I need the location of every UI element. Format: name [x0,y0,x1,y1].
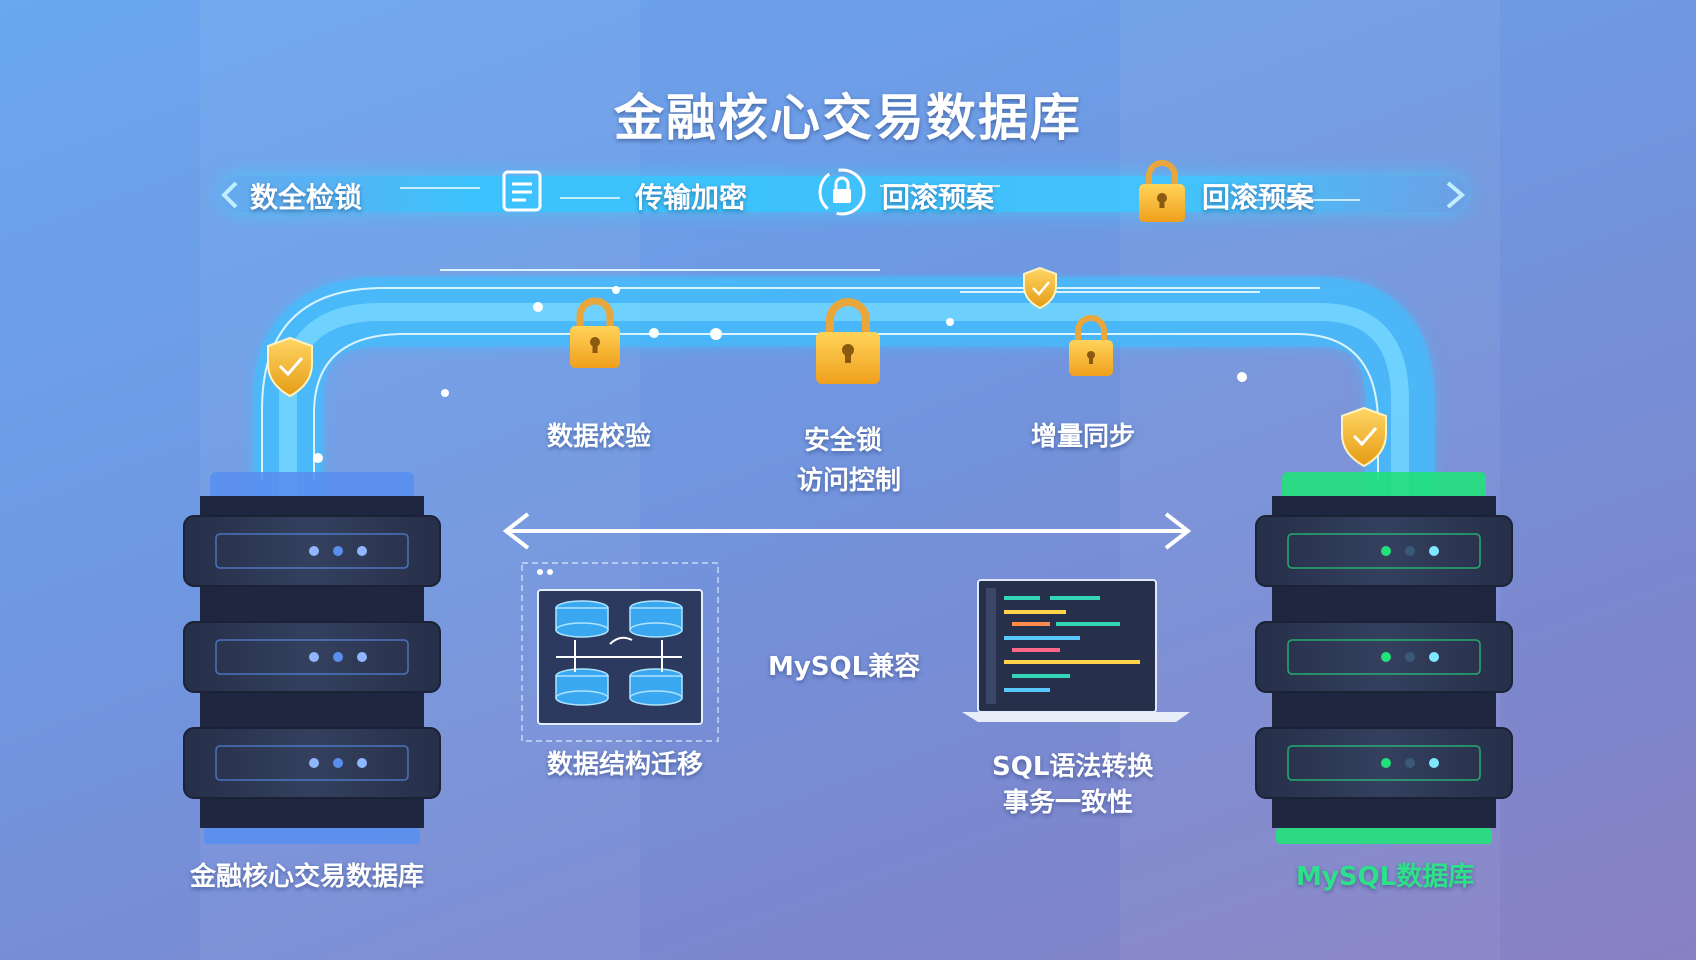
band-label-rollback-1: 回滚预案 [882,181,995,214]
server-unit [183,621,441,693]
pipeline-streaks [261,269,1379,480]
status-led [1405,652,1415,662]
server-unit [1255,621,1513,693]
stage-label-security-lock: 安全锁 [804,426,883,456]
status-led [309,758,319,768]
band-streaks [400,185,1360,201]
pipeline-dots [313,286,1247,463]
lock-icon [1139,160,1185,222]
status-led [309,546,319,556]
status-led [1429,758,1439,768]
stage-sublabel-access-control: 访问控制 [797,466,902,496]
sql-laptop-icon [962,579,1190,722]
status-led [1381,652,1391,662]
source-db-server [183,472,441,844]
rotate-lock-icon [818,168,866,216]
validation-lock-icon [570,297,620,368]
arrow-left-icon [221,181,238,209]
stage-label-incremental-sync: 增量同步 [1031,422,1136,452]
status-led [333,546,343,556]
arrow-right-icon [1446,181,1466,209]
status-led [1381,758,1391,768]
compat-double-arrow [502,512,1192,550]
status-led [1429,652,1439,662]
compat-label: MySQL兼容 [768,652,921,682]
status-led [1429,546,1439,556]
sql-label: SQL语法转换 [992,752,1154,782]
security-lock-icon [816,298,880,384]
status-led [357,652,367,662]
status-led [357,758,367,768]
shield-icon [267,266,1387,468]
source-db-label: 金融核心交易数据库 [190,862,425,892]
schema-migration-panel [521,562,719,742]
band-label-encryption: 传输加密 [635,181,748,214]
status-led [333,652,343,662]
stage-label-validation: 数据校验 [547,422,652,452]
migration-label: 数据结构迁移 [547,750,704,780]
target-db-server [1255,472,1513,844]
sql-sublabel: 事务一致性 [1003,788,1134,818]
status-led [309,652,319,662]
server-unit [183,727,441,799]
status-led [1405,546,1415,556]
band-label-lock-check: 数全检锁 [250,181,363,214]
page-title: 金融核心交易数据库 [614,89,1082,147]
status-led [357,546,367,556]
sync-lock-icon [1069,315,1113,376]
target-db-label: MySQL数据库 [1296,862,1475,892]
band-label-rollback-2: 回滚预案 [1202,181,1315,214]
status-led [1405,758,1415,768]
server-unit [1255,515,1513,587]
document-icon [502,170,542,212]
server-unit [1255,727,1513,799]
server-unit [183,515,441,587]
status-led [333,758,343,768]
status-led [1381,546,1391,556]
